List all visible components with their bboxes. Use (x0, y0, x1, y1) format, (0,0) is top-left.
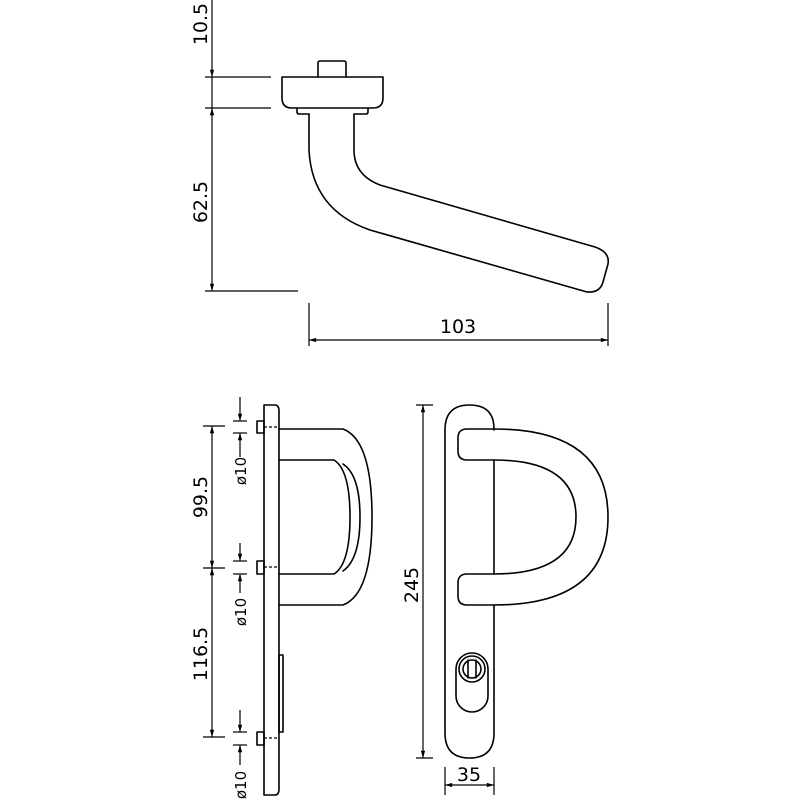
dimension-lever-drop: 62.5 (190, 108, 298, 292)
spindle (317, 60, 347, 78)
dimension-lower-spacing: 116.5 (190, 567, 225, 738)
dim-label-plate-width: 35 (457, 764, 481, 786)
dimension-lever-length: 103 (308, 303, 609, 346)
dim-label-upper-spacing: 99.5 (190, 476, 212, 518)
dim-label-lever-length: 103 (440, 316, 476, 338)
lever (308, 113, 610, 293)
dimension-upper-spacing: 99.5 (190, 425, 225, 569)
rose (281, 76, 384, 109)
cylinder-escutcheon (455, 652, 489, 713)
cylinder-cover (278, 654, 284, 733)
rose-foot-right (353, 107, 369, 115)
dim-label-lower-spacing: 116.5 (190, 627, 212, 681)
backplate-side (263, 404, 280, 796)
dim-label-rose-height: 10.5 (190, 3, 212, 45)
dim-label-screw-1: ø10 (232, 457, 250, 485)
thumb-turn (458, 655, 486, 683)
plate-side-view (256, 404, 373, 796)
pull-handle-front (457, 428, 609, 606)
lever-side-view (281, 60, 610, 293)
backplate-front (444, 404, 495, 759)
dimension-plate-length: 245 (401, 404, 433, 759)
dimension-plate-width: 35 (444, 764, 495, 795)
pull-handle-side (278, 428, 373, 606)
screw-3 (256, 731, 265, 746)
dim-label-plate-length: 245 (401, 567, 423, 603)
front-view (444, 404, 609, 759)
dim-label-lever-drop: 62.5 (190, 181, 212, 223)
screw-2 (256, 560, 265, 575)
screw-1 (256, 420, 265, 434)
dim-label-screw-3: ø10 (232, 771, 250, 799)
rose-foot-left (296, 107, 310, 115)
dimension-rose-height: 10.5 (190, 0, 271, 109)
dim-label-screw-2: ø10 (232, 598, 250, 626)
dimension-screw-diameters: ø10 ø10 ø10 (232, 397, 250, 799)
